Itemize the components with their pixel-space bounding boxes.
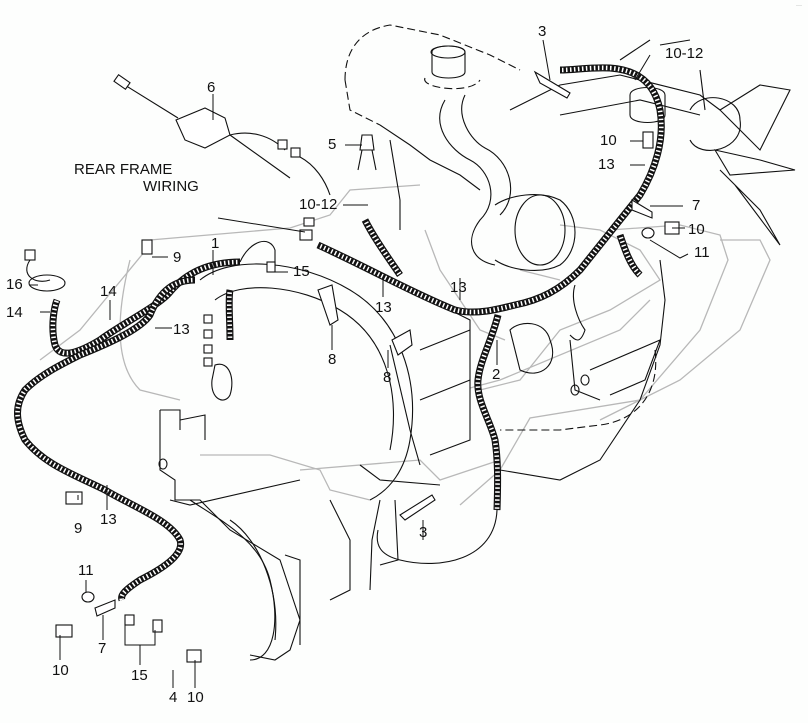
harness-1	[14, 240, 276, 602]
callout-10-c[interactable]: 10	[52, 662, 69, 679]
leader-lines	[29, 39, 689, 688]
callout-2[interactable]: 2	[492, 366, 501, 383]
callout-13-e[interactable]: 13	[100, 511, 117, 528]
callout-13-c[interactable]: 13	[375, 299, 392, 316]
rear-frame-wiring-line2: WIRING	[143, 177, 199, 195]
callout-6[interactable]: 6	[207, 79, 216, 96]
callout-1[interactable]: 1	[211, 235, 220, 252]
callout-15-b[interactable]: 15	[131, 667, 148, 684]
callout-7-b[interactable]: 7	[98, 640, 107, 657]
small-parts	[24, 70, 680, 663]
callout-7-a[interactable]: 7	[692, 197, 701, 214]
rear-frame-wiring-label: REAR FRAME WIRING	[74, 161, 199, 195]
callout-11-b[interactable]: 11	[78, 562, 94, 579]
rear-frame-harness	[316, 64, 665, 565]
callout-8-b[interactable]: 8	[383, 369, 392, 386]
corner-mark: ···	[796, 3, 802, 9]
callout-10-b[interactable]: 10	[688, 221, 705, 238]
callout-16[interactable]: 16	[6, 276, 23, 293]
callout-10-12-top[interactable]: 10-12	[665, 45, 704, 62]
engine-block	[344, 24, 721, 481]
callout-5[interactable]: 5	[328, 136, 337, 153]
callout-9-b[interactable]: 9	[74, 520, 83, 537]
callout-4[interactable]: 4	[169, 689, 178, 706]
callout-11-a[interactable]: 11	[694, 244, 710, 261]
callout-15-a[interactable]: 15	[293, 263, 310, 280]
cooling-fan	[619, 39, 796, 246]
callout-9-a[interactable]: 9	[173, 249, 182, 266]
callout-3-bottom[interactable]: 3	[419, 524, 428, 541]
callout-14-a[interactable]: 14	[6, 304, 23, 321]
callout-13-a[interactable]: 13	[598, 156, 615, 173]
callout-8-a[interactable]: 8	[328, 351, 337, 368]
transmission-housing	[158, 263, 441, 661]
callout-13-b[interactable]: 13	[173, 321, 190, 338]
callout-10-a[interactable]: 10	[600, 132, 617, 149]
callout-3-top[interactable]: 3	[538, 23, 547, 40]
rear-frame-wiring-line1: REAR FRAME	[74, 161, 173, 178]
callout-10-d[interactable]: 10	[187, 689, 204, 706]
callout-13-d[interactable]: 13	[450, 279, 467, 296]
callout-14-b[interactable]: 14	[100, 283, 117, 300]
callout-10-12-mid[interactable]: 10-12	[299, 196, 338, 213]
